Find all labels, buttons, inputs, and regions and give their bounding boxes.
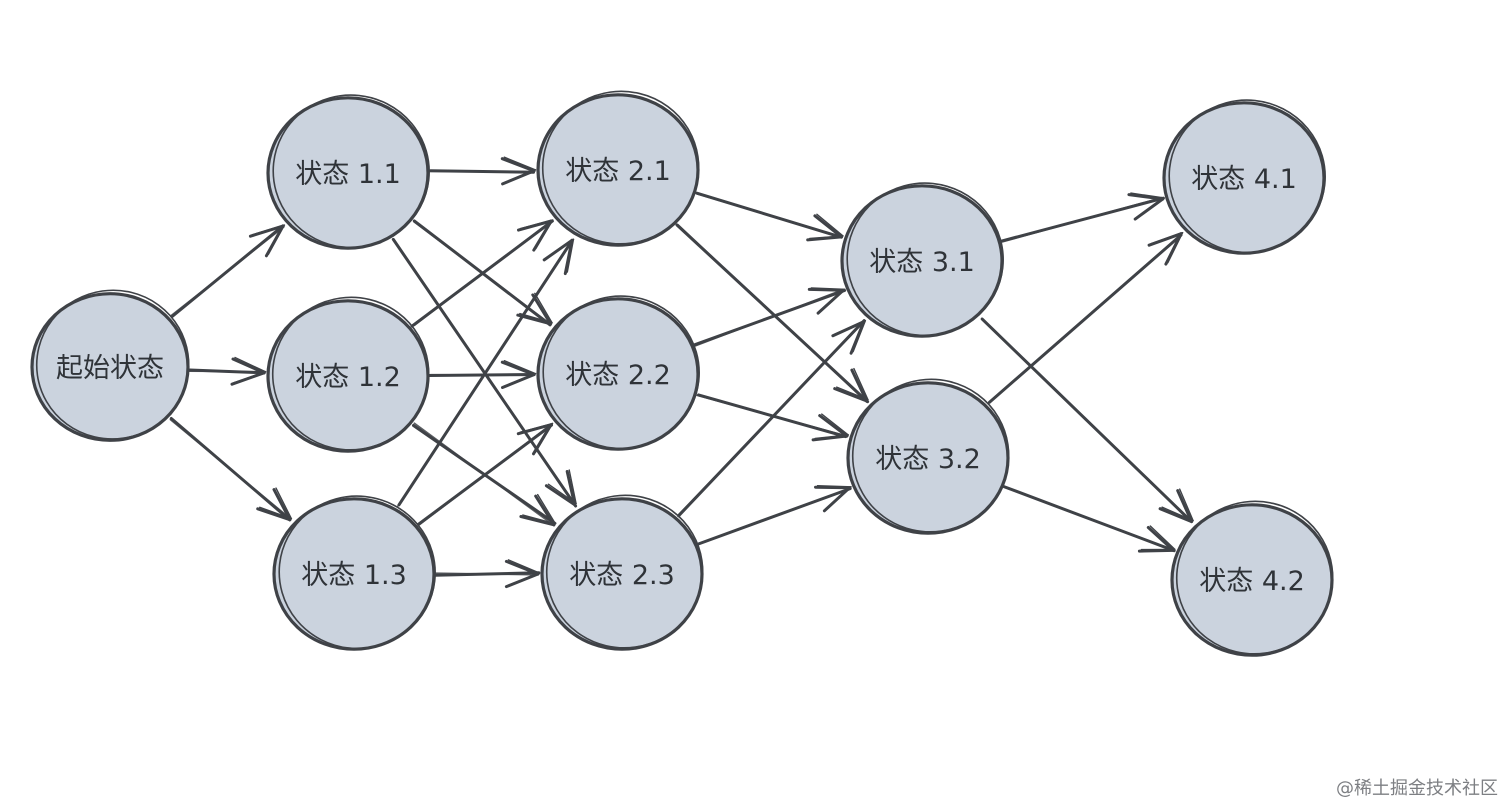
edge-s2_2-to-s3_1 xyxy=(692,287,847,347)
edge-s3_2-to-s4_2 xyxy=(1002,485,1176,553)
node-label-start: 起始状态 xyxy=(56,353,164,384)
edge-s2_1-to-s3_1 xyxy=(695,191,844,242)
edge-s1_3-to-s2_1 xyxy=(396,238,575,508)
node-s2_2: 状态 2.2 xyxy=(536,295,700,451)
watermark-text: @稀土掘金技术社区 xyxy=(1336,778,1498,799)
edge-s2_3-to-s3_1 xyxy=(677,319,867,518)
edge-s1_3-to-s2_2 xyxy=(417,422,554,527)
node-label-s1_2: 状态 1.2 xyxy=(295,362,401,393)
node-s3_2: 状态 3.2 xyxy=(846,378,1010,535)
node-label-s4_1: 状态 4.1 xyxy=(1191,164,1297,195)
edge-s1_3-to-s2_3 xyxy=(433,559,541,589)
edge-s3_1-to-s4_1 xyxy=(999,192,1165,243)
edge-start-to-s1_2 xyxy=(187,356,267,386)
node-s2_1: 状态 2.1 xyxy=(536,90,700,247)
edge-start-to-s1_1 xyxy=(170,224,286,319)
nodes-layer: 起始状态 状态 1.1 状态 1.2 状态 1.3 状态 2.1 状态 2.2 状态 2.3… xyxy=(30,90,1334,657)
node-s1_3: 状态 1.3 xyxy=(272,495,436,651)
node-s1_1: 状态 1.1 xyxy=(266,94,430,250)
node-s3_1: 状态 3.1 xyxy=(840,182,1004,338)
edge-s2_1-to-s3_2 xyxy=(675,223,870,404)
node-label-s1_1: 状态 1.1 xyxy=(295,159,401,190)
node-label-s2_1: 状态 2.1 xyxy=(565,156,671,187)
edge-s2_3-to-s3_2 xyxy=(696,485,852,546)
node-s4_1: 状态 4.1 xyxy=(1162,99,1326,255)
edge-s1_1-to-s2_1 xyxy=(429,156,537,186)
node-label-s2_3: 状态 2.3 xyxy=(569,560,675,591)
node-s1_2: 状态 1.2 xyxy=(266,296,430,453)
edge-s1_2-to-s2_1 xyxy=(410,219,554,328)
node-label-s3_1: 状态 3.1 xyxy=(869,247,975,278)
node-label-s1_3: 状态 1.3 xyxy=(301,560,407,591)
node-label-s3_2: 状态 3.2 xyxy=(875,444,981,475)
node-s4_2: 状态 4.2 xyxy=(1170,500,1334,657)
edge-s3_1-to-s4_2 xyxy=(980,317,1194,524)
edge-s3_2-to-s4_1 xyxy=(987,231,1184,405)
edge-start-to-s1_3 xyxy=(169,417,293,522)
node-label-s2_2: 状态 2.2 xyxy=(565,360,671,391)
node-label-s4_2: 状态 4.2 xyxy=(1199,566,1305,597)
edge-s1_2-to-s2_2 xyxy=(428,360,537,389)
node-s2_3: 状态 2.3 xyxy=(540,494,704,651)
edges-layer xyxy=(169,156,1194,589)
node-start: 起始状态 xyxy=(30,289,190,442)
